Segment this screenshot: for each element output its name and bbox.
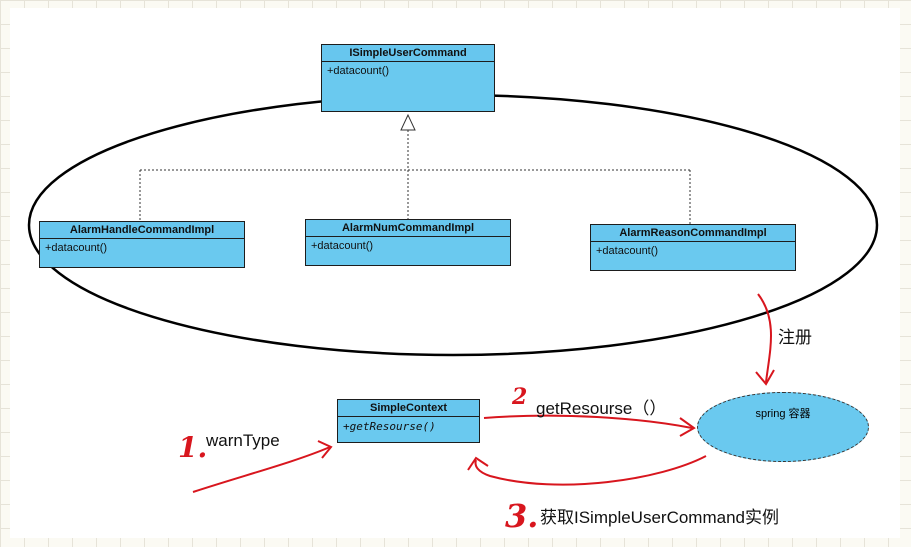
interface-name: ISimpleUserCommand	[322, 45, 494, 62]
step2-arrowhead	[679, 417, 696, 437]
spring-container-label: spring 容器	[755, 408, 811, 420]
step2-number: 2	[512, 384, 528, 410]
step3-number: 3.	[505, 497, 539, 535]
impl-name: AlarmReasonCommandImpl	[591, 225, 795, 242]
context-name: SimpleContext	[338, 400, 479, 417]
impl-box-num: AlarmNumCommandImpl +datacount()	[305, 219, 511, 266]
interface-box: ISimpleUserCommand +datacount()	[321, 44, 495, 112]
context-box: SimpleContext +getResourse()	[337, 399, 480, 443]
step1-number: 1.	[178, 431, 208, 464]
step1-label: warnType	[206, 431, 280, 450]
realization-arrowhead	[400, 113, 416, 131]
register-arrowhead	[755, 369, 775, 386]
impl-method: +datacount()	[45, 242, 108, 254]
step3-arrow	[474, 455, 707, 486]
context-method: +getResourse()	[343, 420, 436, 433]
register-arrow	[757, 293, 772, 383]
step3-arrowhead	[467, 456, 489, 471]
impl-method: +datacount()	[311, 240, 374, 252]
spring-container: spring 容器	[697, 392, 869, 462]
step1-arrowhead	[317, 440, 333, 459]
impl-box-reason: AlarmReasonCommandImpl +datacount()	[590, 224, 796, 271]
step3-label: 获取ISimpleUserCommand实例	[540, 508, 779, 527]
step1-arrow	[192, 446, 331, 493]
impl-method: +datacount()	[596, 245, 659, 257]
impl-name: AlarmNumCommandImpl	[306, 220, 510, 237]
step2-arrow	[483, 414, 693, 429]
step2-label: getResourse（）	[536, 399, 667, 418]
interface-method: +datacount()	[327, 65, 390, 77]
impl-box-handle: AlarmHandleCommandImpl +datacount()	[39, 221, 245, 268]
register-label: 注册	[778, 328, 812, 347]
impl-name: AlarmHandleCommandImpl	[40, 222, 244, 239]
